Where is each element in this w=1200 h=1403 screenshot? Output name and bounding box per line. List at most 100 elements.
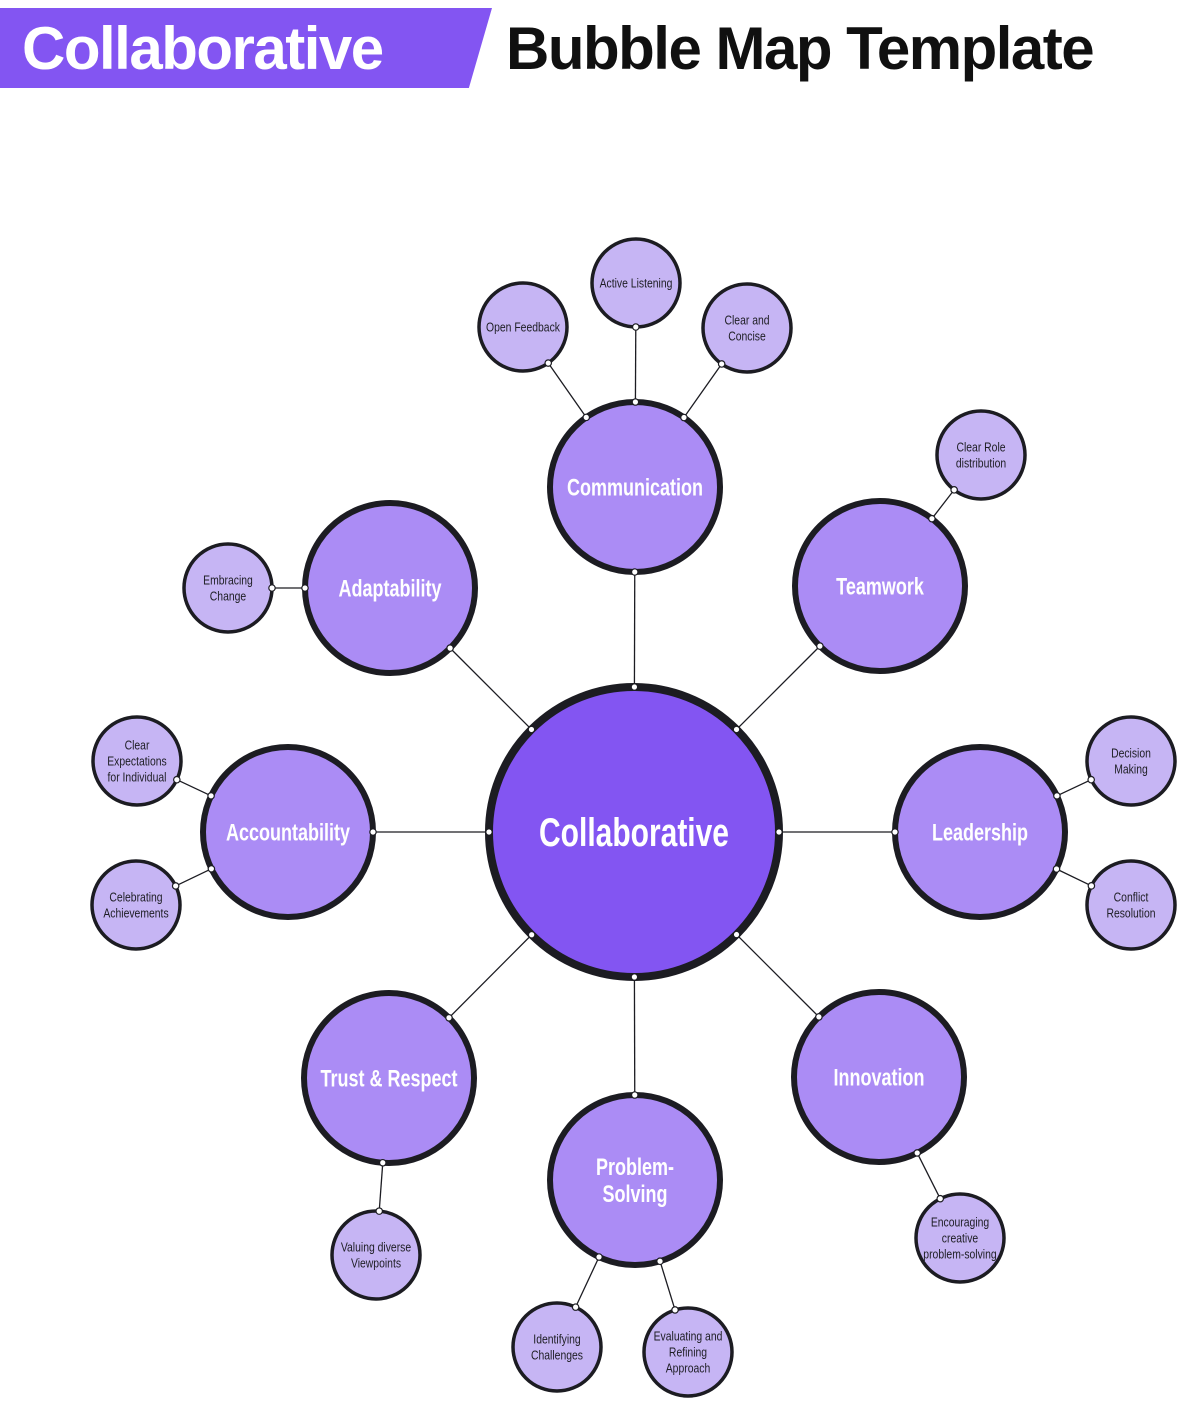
title-highlight-text: Collaborative	[22, 14, 384, 82]
bubble-evaluating-refining[interactable]	[642, 1306, 734, 1398]
anchor-dot-collaborative	[485, 828, 493, 836]
connector-leadership-decision-making	[1056, 779, 1092, 797]
bubble-label-text-innovation: Innovation	[834, 1065, 925, 1091]
bubble-label-text-leadership: Leadership	[932, 820, 1028, 846]
anchor-dot-collaborative	[775, 828, 783, 836]
connector-leadership-conflict-resolution	[1056, 868, 1092, 887]
bubble-clear-and-concise[interactable]	[701, 282, 793, 374]
bubble-label-problem-solving: Problem-Solving	[596, 1155, 674, 1208]
anchor-dot-communication	[582, 413, 591, 422]
bubble-label-text-teamwork: Teamwork	[836, 574, 924, 600]
bubble-label-teamwork: Teamwork	[836, 574, 924, 600]
anchor-dot-communication	[630, 568, 639, 576]
bubble-label-leadership: Leadership	[932, 820, 1028, 846]
anchor-dot-clear-expectations	[173, 775, 181, 784]
connector-accountability-celebrating-achievements	[175, 868, 212, 887]
bubble-label-text-open-feedback: Open Feedback	[486, 321, 560, 335]
bubble-celebrating-achievements[interactable]	[90, 859, 182, 951]
connector-collaborative-innovation	[736, 934, 820, 1018]
title-highlight-box: Collaborative	[0, 8, 492, 88]
anchor-dot-collaborative	[732, 725, 741, 734]
anchor-dot-identifying-challenges	[571, 1303, 580, 1311]
anchor-dot-open-feedback	[544, 359, 553, 367]
anchor-dot-valuing-diverse-viewpoints	[375, 1207, 384, 1215]
anchor-dot-decision-making	[1087, 775, 1095, 784]
bubble-decision-making[interactable]	[1085, 715, 1177, 807]
connector-problem-solving-identifying-challenges	[575, 1256, 600, 1308]
bubble-encouraging-creative[interactable]	[914, 1192, 1006, 1284]
connector-problem-solving-evaluating-refining	[659, 1261, 676, 1311]
bubble-conflict-resolution[interactable]	[1085, 859, 1177, 951]
bubble-label-text-active-listening: Active Listening	[600, 277, 673, 291]
bubble-label-text-problem-solving: Problem-Solving	[596, 1155, 674, 1208]
bubble-clear-role-distribution[interactable]	[935, 409, 1027, 501]
anchor-dot-teamwork	[928, 514, 936, 523]
anchor-dot-embracing-change	[268, 584, 276, 592]
bubble-trust-respect[interactable]	[301, 990, 477, 1166]
anchor-dot-active-listening	[631, 323, 640, 331]
bubble-teamwork[interactable]	[792, 498, 968, 674]
anchor-dot-collaborative	[630, 973, 639, 981]
connector-communication-clear-and-concise	[683, 363, 723, 418]
bubble-label-text-adaptability: Adaptability	[339, 576, 442, 602]
anchor-dot-teamwork	[816, 642, 824, 650]
anchor-dot-evaluating-refining	[671, 1306, 679, 1314]
connector-teamwork-clear-role-distribution	[931, 489, 955, 520]
bubble-label-text-trust-respect: Trust & Respect	[321, 1066, 458, 1092]
anchor-dot-conflict-resolution	[1087, 882, 1096, 890]
anchor-dot-collaborative	[630, 683, 639, 691]
bubble-label-text-accountability: Accountability	[226, 820, 350, 846]
bubble-label-trust-respect: Trust & Respect	[321, 1066, 458, 1092]
anchor-dot-accountability	[207, 864, 216, 873]
bubble-label-active-listening: Active Listening	[600, 277, 673, 291]
anchor-dot-problem-solving	[656, 1257, 664, 1266]
anchor-dot-innovation	[913, 1149, 922, 1157]
bubble-clear-expectations[interactable]	[91, 715, 183, 807]
anchor-dot-trust-respect	[378, 1158, 387, 1167]
anchor-dot-problem-solving	[595, 1253, 603, 1261]
bubble-embracing-change[interactable]	[182, 542, 274, 634]
anchor-dot-communication	[631, 398, 640, 406]
bubble-valuing-diverse-viewpoints[interactable]	[330, 1209, 422, 1301]
anchor-dot-clear-role-distribution	[950, 486, 958, 494]
bubble-open-feedback[interactable]	[477, 281, 569, 373]
connector-collaborative-trust-respect	[448, 934, 533, 1019]
connector-collaborative-teamwork	[736, 645, 821, 730]
anchor-dot-clear-and-concise	[717, 360, 726, 368]
bubble-label-communication: Communication	[567, 475, 703, 501]
bubble-label-text-collaborative: Collaborative	[539, 811, 729, 855]
anchor-dot-innovation	[815, 1013, 823, 1021]
connector-trust-respect-valuing-diverse-viewpoints	[378, 1162, 384, 1212]
bubble-innovation[interactable]	[791, 989, 967, 1165]
anchor-dot-leadership	[891, 828, 899, 836]
bubble-label-innovation: Innovation	[834, 1065, 925, 1091]
anchor-dot-adaptability	[446, 644, 454, 652]
anchor-dot-trust-respect	[445, 1013, 453, 1022]
connector-innovation-encouraging-creative	[916, 1152, 941, 1199]
bubble-identifying-challenges[interactable]	[511, 1301, 603, 1393]
anchor-dot-collaborative	[527, 725, 536, 734]
anchor-dot-adaptability	[301, 584, 309, 592]
anchor-dot-celebrating-achievements	[171, 882, 180, 890]
connector-communication-open-feedback	[547, 362, 587, 418]
